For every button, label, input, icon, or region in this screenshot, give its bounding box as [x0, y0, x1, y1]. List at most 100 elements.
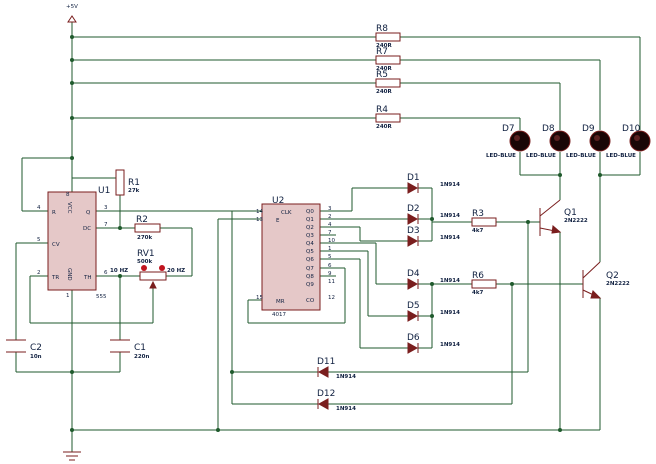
- diode-ref: D6: [407, 333, 420, 343]
- c2-value: 10n: [30, 354, 42, 360]
- r4-ref: R4: [376, 105, 388, 115]
- u2-pin-q8: Q8: [306, 274, 314, 280]
- r3-ref: R3: [472, 209, 484, 219]
- wires: [15, 22, 641, 452]
- rv1-left-label: 10 HZ: [110, 268, 128, 274]
- potentiometer-rv1: RV1 500k 10 HZ 20 HZ: [110, 249, 185, 289]
- u2-pin-mr: MR: [276, 299, 285, 305]
- u2-pin-clk: CLK: [281, 210, 292, 216]
- capacitor-c2: C2 10n: [6, 339, 42, 360]
- r2-ref: R2: [136, 215, 148, 225]
- junctions: [70, 35, 602, 432]
- power-terminal: +5V: [66, 4, 78, 23]
- c1-ref: C1: [134, 343, 146, 353]
- leds: D7LED-BLUED8LED-BLUED9LED-BLUED10LED-BLU…: [486, 124, 651, 159]
- r5-ref: R5: [376, 70, 388, 80]
- u2-pinnum-2: 2: [328, 214, 332, 220]
- diode-value: 1N914: [440, 235, 460, 241]
- led-value: LED-BLUE: [566, 153, 596, 159]
- diode-value: 1N914: [336, 374, 356, 380]
- r1-value: 27k: [128, 188, 140, 194]
- u2-pinnum-12: 12: [328, 295, 335, 301]
- u1-pin-dc: DC: [83, 226, 91, 232]
- r7-ref: R7: [376, 47, 388, 57]
- diode-ref: D4: [407, 269, 420, 279]
- rv1-value: 500k: [137, 259, 152, 265]
- resistor-r4: R4 240R: [375, 105, 401, 130]
- u1-pinnum-4: 4: [37, 205, 41, 211]
- u2-pinnum-11: 11: [328, 279, 335, 285]
- u2-pin-q4: Q4: [306, 241, 314, 247]
- u2-pinnum-6: 6: [328, 263, 332, 269]
- led-value: LED-BLUE: [526, 153, 556, 159]
- diode-ref: D2: [407, 204, 420, 214]
- u1-pin-tr: TR: [51, 275, 59, 281]
- c1-value: 220n: [134, 354, 149, 360]
- diode-value: 1N914: [440, 182, 460, 188]
- u1-555-timer: U1 555 R VCC Q DC CV TR TH GND 4 8 3 7 5…: [37, 186, 110, 300]
- resistor-r3: R3 4k7: [471, 209, 497, 234]
- u2-pinnum-5: 5: [328, 254, 332, 260]
- u2-pin-q7: Q7: [306, 266, 314, 272]
- r4-value: 240R: [376, 124, 392, 130]
- diode-value: 1N914: [440, 213, 460, 219]
- u2-pin-q9: Q9: [306, 282, 314, 288]
- resistor-r7: R7 240R: [375, 47, 401, 72]
- u1-pin-r: R: [52, 210, 56, 216]
- led-ref: D7: [502, 124, 515, 134]
- led-ref: D10: [622, 124, 641, 134]
- u1-pin-vcc: VCC: [66, 202, 72, 214]
- transistor-q1: Q1 2N2222: [539, 199, 588, 236]
- u1-name: 555: [96, 294, 107, 300]
- u2-ref: U2: [272, 196, 284, 206]
- ground-symbol: [63, 451, 81, 461]
- r7-value: 240R: [376, 66, 392, 72]
- diode-d11: D11 1N914: [317, 357, 356, 380]
- u2-pin-q0: Q0: [306, 209, 314, 215]
- diode-ref: D11: [317, 357, 335, 367]
- resistor-r5: R5 240R: [375, 70, 401, 95]
- u1-pin-cv: CV: [52, 242, 60, 248]
- u2-pinnum-13: 13: [256, 217, 263, 223]
- diode-ref: D5: [407, 301, 420, 311]
- q2-value: 2N2222: [606, 281, 630, 287]
- u1-pin-gnd: GND: [66, 268, 72, 281]
- r2-value: 270k: [137, 235, 152, 241]
- u1-ref: U1: [98, 186, 110, 196]
- u2-pinnum-14: 14: [256, 209, 263, 215]
- resistor-r6: R6 4k7: [471, 271, 497, 296]
- q1-value: 2N2222: [564, 218, 588, 224]
- u1-pin-th: TH: [83, 275, 92, 281]
- rv1-ref: RV1: [137, 249, 155, 259]
- u2-pinnum-1: 1: [328, 246, 332, 252]
- u1-pinnum-5: 5: [37, 237, 41, 243]
- resistor-r2: R2 270k: [134, 215, 161, 241]
- led-value: LED-BLUE: [486, 153, 516, 159]
- r1-ref: R1: [128, 178, 140, 188]
- led-value: LED-BLUE: [606, 153, 636, 159]
- u2-pinnum-9: 9: [328, 271, 332, 277]
- r6-value: 4k7: [472, 290, 483, 296]
- u2-pin-q3: Q3: [306, 233, 314, 239]
- u1-pinnum-8: 8: [66, 192, 70, 198]
- u2-pin-e: E: [276, 218, 280, 224]
- r3-value: 4k7: [472, 228, 483, 234]
- u2-pin-q6: Q6: [306, 257, 314, 263]
- u1-pinnum-6: 6: [104, 270, 108, 276]
- u2-pin-q2: Q2: [306, 225, 314, 231]
- rv1-right-label: 20 HZ: [167, 268, 185, 274]
- u2-pinnum-10: 10: [328, 238, 335, 244]
- led-ref: D9: [582, 124, 595, 134]
